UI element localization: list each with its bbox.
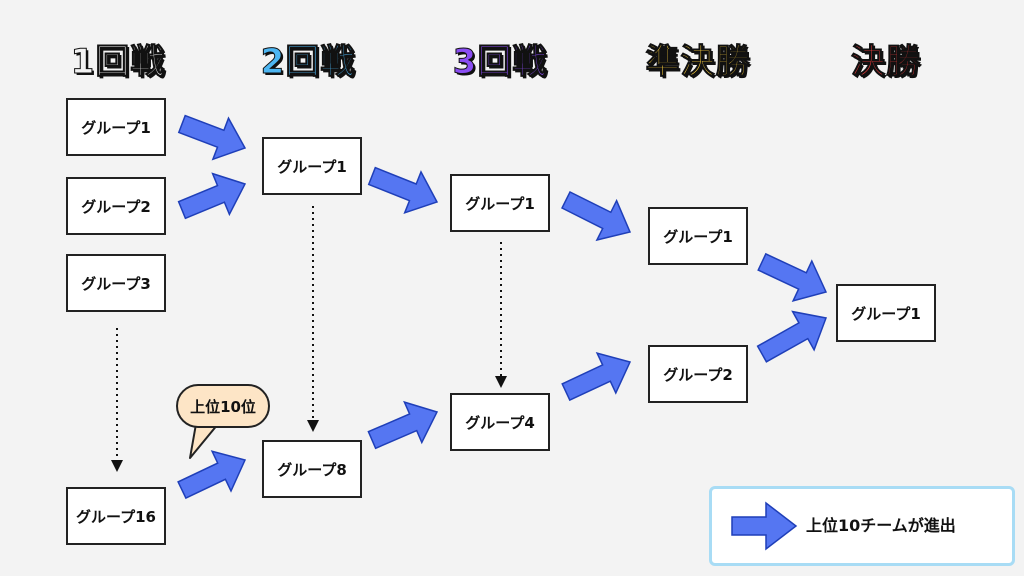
arrow-r2g8-to-r3g4 xyxy=(367,400,439,450)
final-group1-box: グループ1 xyxy=(836,284,936,342)
round2-group1-box: グループ1 xyxy=(262,137,362,195)
round-title-semifinal: 準決勝 xyxy=(645,42,751,83)
arrow-r1g16-to-r2g8 xyxy=(177,450,247,500)
round3-group1-box: グループ1 xyxy=(450,174,550,232)
legend-arrow-icon xyxy=(731,501,798,551)
arrow-sf2-to-final xyxy=(756,310,828,363)
arrow-r2g1-to-r3g1 xyxy=(367,166,439,215)
top10-callout-bubble: 上位10位 xyxy=(176,384,270,428)
semifinal-group1-box: グループ1 xyxy=(648,207,748,265)
round1-group3-box: グループ3 xyxy=(66,254,166,312)
legend-box: 上位10チームが進出 xyxy=(709,486,1015,566)
arrow-r3g4-to-sf2 xyxy=(561,351,632,402)
round-title-3: 3回戦 xyxy=(452,42,548,83)
round-title-1: 1回戦 xyxy=(70,42,166,83)
arrow-sf1-to-final xyxy=(757,252,828,303)
round1-group16-box: グループ16 xyxy=(66,487,166,545)
round3-group4-box: グループ4 xyxy=(450,393,550,451)
arrow-r1g1-to-r2g1 xyxy=(177,114,247,161)
round1-group1-box: グループ1 xyxy=(66,98,166,156)
round1-group2-box: グループ2 xyxy=(66,177,166,235)
legend-label: 上位10チームが進出 xyxy=(806,516,956,535)
semifinal-group2-box: グループ2 xyxy=(648,345,748,403)
round-title-2: 2回戦 xyxy=(260,42,356,83)
arrow-r3g1-to-sf1 xyxy=(560,190,632,242)
round-title-final: 決勝 xyxy=(851,42,921,83)
arrow-r1g2-to-r2g1 xyxy=(177,172,247,220)
round2-group8-box: グループ8 xyxy=(262,440,362,498)
